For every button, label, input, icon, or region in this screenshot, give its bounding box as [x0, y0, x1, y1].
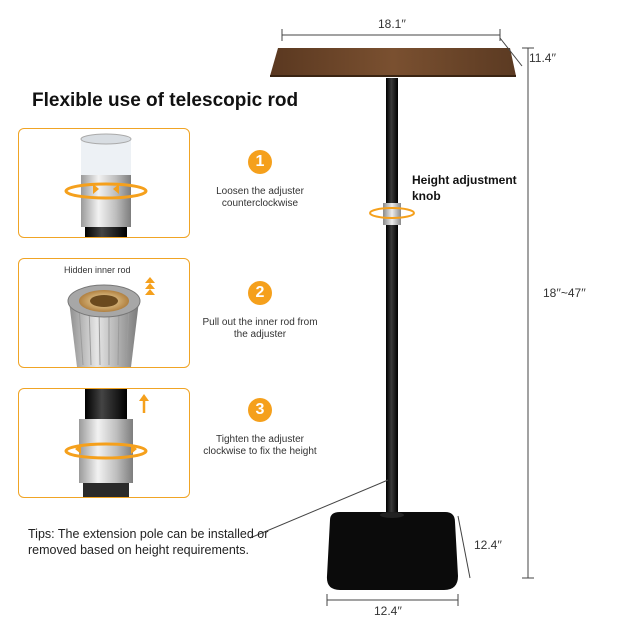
loosen-adjuster-illustration — [64, 133, 148, 237]
step-3-badge: 3 — [248, 398, 272, 422]
top-depth-label: 11.4′′ — [529, 51, 556, 65]
top-width-label: 18.1′′ — [378, 17, 406, 31]
step-3-text: Tighten the adjuster clockwise to fix th… — [203, 434, 317, 457]
height-adjustment-knob-label: Height adjustment knob — [412, 173, 517, 203]
tips-text: Tips: The extension pole can be installe… — [28, 527, 269, 557]
step-1-text: Loosen the adjuster counterclockwise — [216, 186, 304, 209]
step-2-badge: 2 — [248, 281, 272, 305]
step-1-panel — [18, 128, 190, 238]
tighten-adjuster-illustration — [64, 389, 149, 497]
base-depth-label: 12.4′′ — [474, 538, 502, 552]
page-title: Flexible use of telescopic rod — [32, 90, 299, 111]
height-range-label: 18′′~47′′ — [543, 286, 586, 300]
pull-inner-rod-illustration — [67, 277, 155, 367]
step-1-badge: 1 — [248, 150, 272, 174]
step-3-panel — [18, 388, 190, 498]
base-width-label: 12.4′′ — [374, 604, 402, 618]
step-2-text: Pull out the inner rod from the adjuster — [202, 317, 318, 340]
hidden-inner-rod-label: Hidden inner rod — [64, 265, 131, 275]
step-2-panel: Hidden inner rod — [18, 258, 190, 368]
